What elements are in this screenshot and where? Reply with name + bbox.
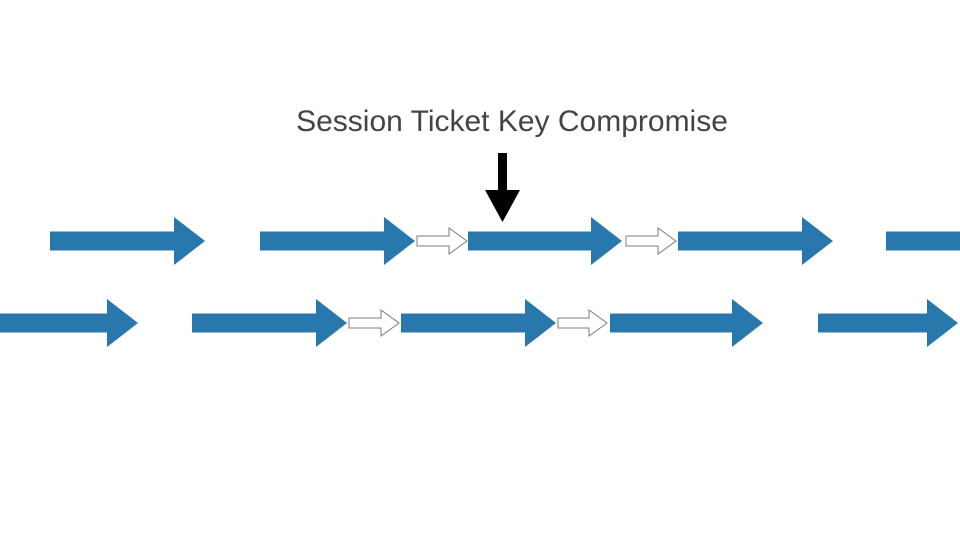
ticket-arrow (260, 217, 415, 265)
compromise-pointer-arrow (485, 153, 520, 222)
renewal-connector-arrow (625, 227, 677, 255)
renewal-connector-arrow (557, 309, 608, 337)
ticket-arrow-compromised (468, 217, 622, 265)
ticket-arrow (0, 299, 138, 347)
ticket-arrow-stub (886, 231, 960, 251)
ticket-arrow (678, 217, 833, 265)
ticket-arrow (401, 299, 556, 347)
renewal-connector-arrow (416, 227, 468, 255)
ticket-arrow (610, 299, 763, 347)
slide-title: Session Ticket Key Compromise (296, 105, 728, 138)
renewal-connector-arrow (348, 309, 400, 337)
ticket-arrow (50, 217, 205, 265)
ticket-arrow (818, 299, 958, 347)
ticket-arrow (192, 299, 347, 347)
